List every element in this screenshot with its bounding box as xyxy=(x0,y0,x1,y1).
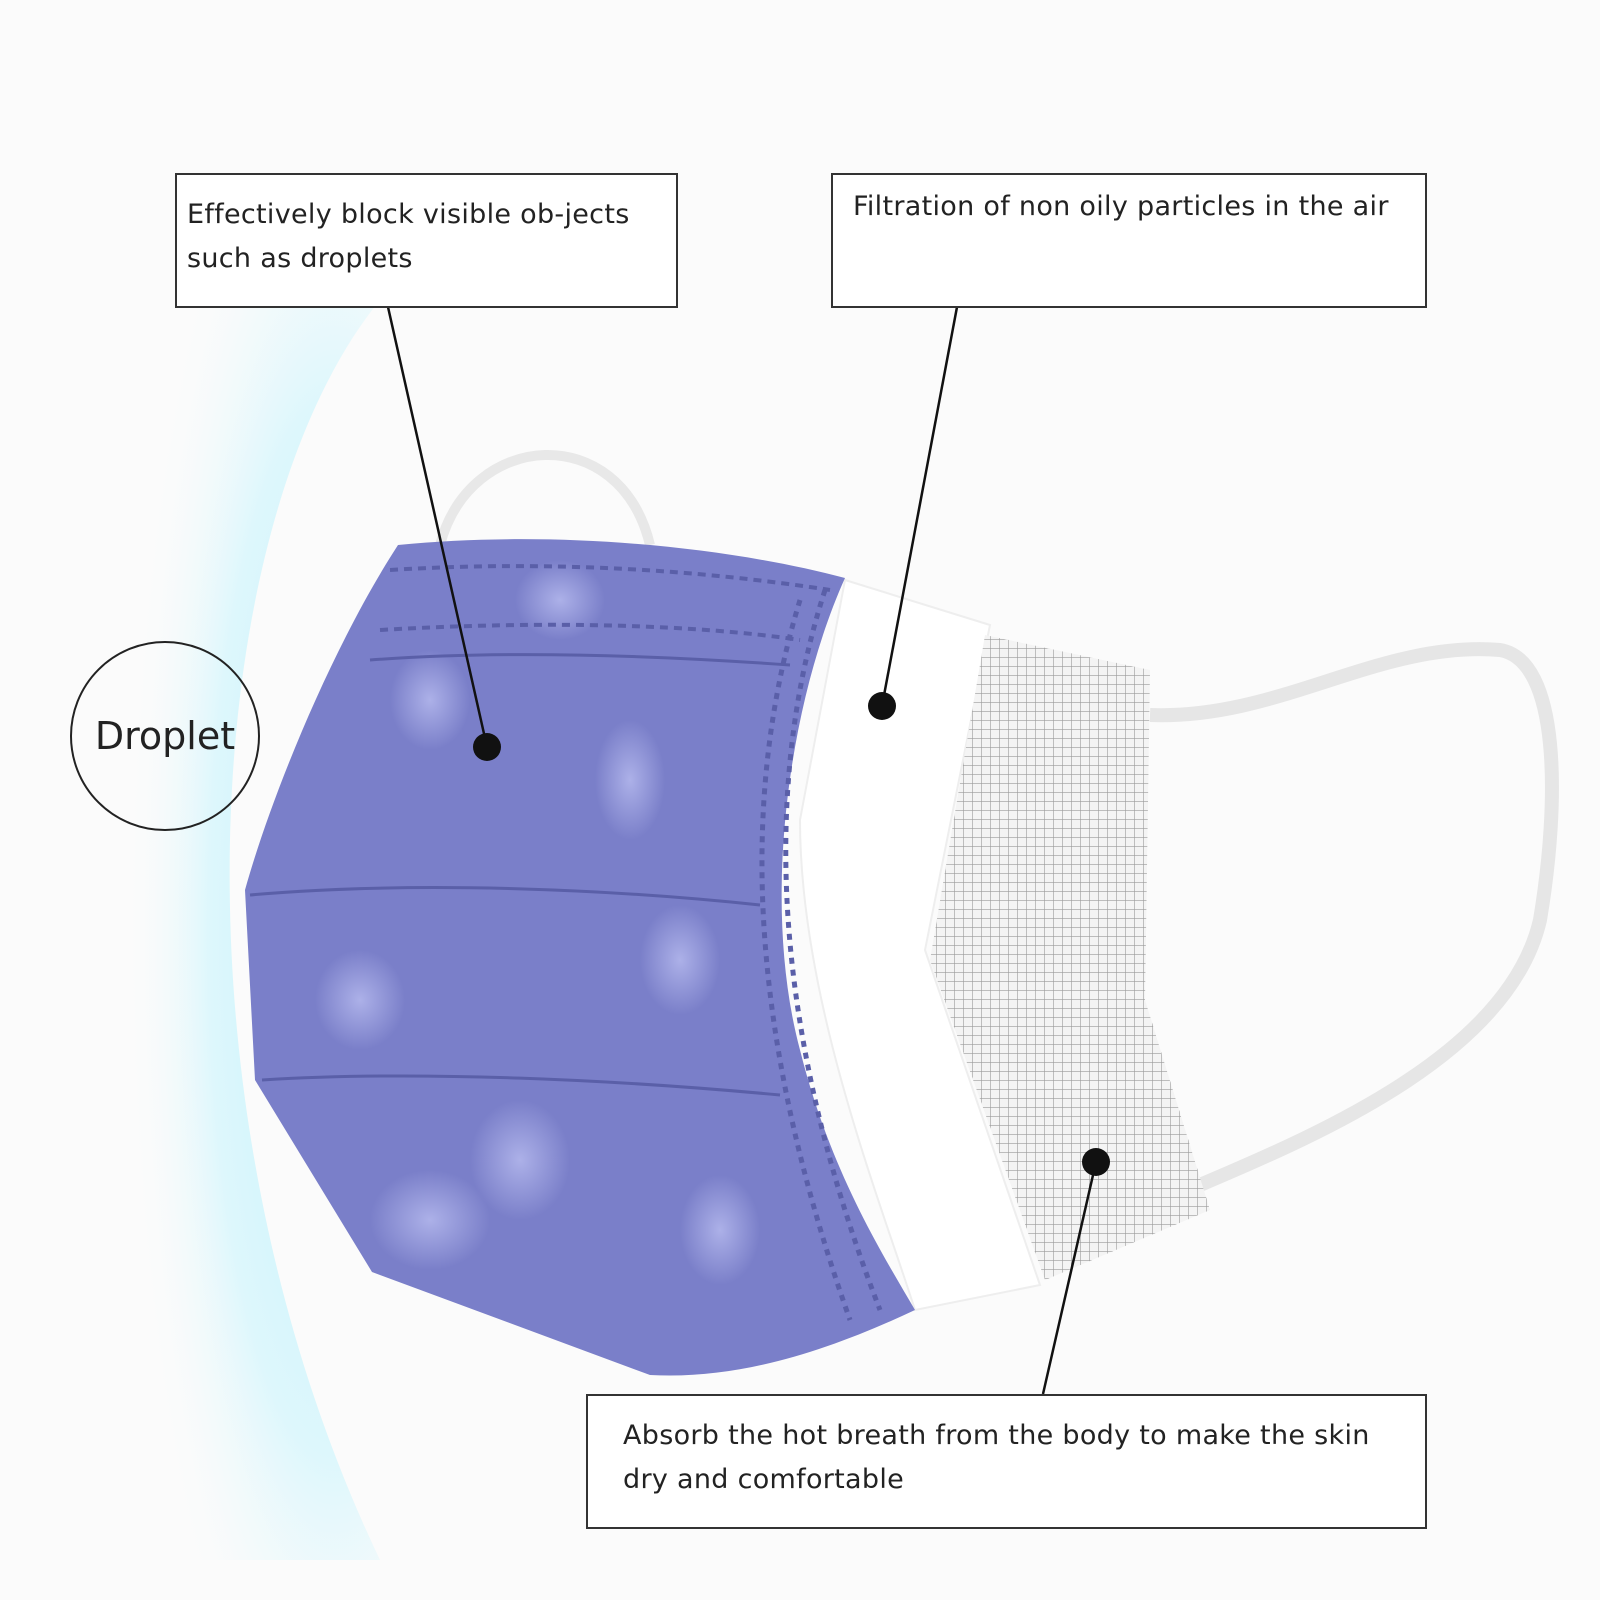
callout-text: Effectively block visible ob-jects such … xyxy=(187,199,630,274)
callout-middle-layer: Filtration of non oily particles in the … xyxy=(831,173,1427,308)
callout-dot-outer xyxy=(473,733,501,761)
mask-bokeh-pattern xyxy=(315,560,760,1285)
callout-outer-layer: Effectively block visible ob-jects such … xyxy=(175,173,678,308)
droplet-label: Droplet xyxy=(70,641,260,831)
top-ear-loop xyxy=(435,450,655,547)
mask-front xyxy=(245,539,915,1376)
callout-text: Filtration of non oily particles in the … xyxy=(853,191,1389,222)
callout-dot-middle xyxy=(868,692,896,720)
leader-lines xyxy=(386,306,1098,1395)
right-ear-loop xyxy=(1149,642,1559,1192)
mask-pleats xyxy=(249,564,883,1321)
mist-arc xyxy=(80,300,380,1560)
inner-white-layer xyxy=(798,578,1042,1312)
mesh-layer xyxy=(930,635,1210,1280)
callout-text: Absorb the hot breath from the body to m… xyxy=(623,1420,1370,1495)
droplet-text: Droplet xyxy=(94,714,236,758)
callout-inner-layer: Absorb the hot breath from the body to m… xyxy=(586,1394,1427,1529)
callout-dot-inner xyxy=(1082,1148,1110,1176)
